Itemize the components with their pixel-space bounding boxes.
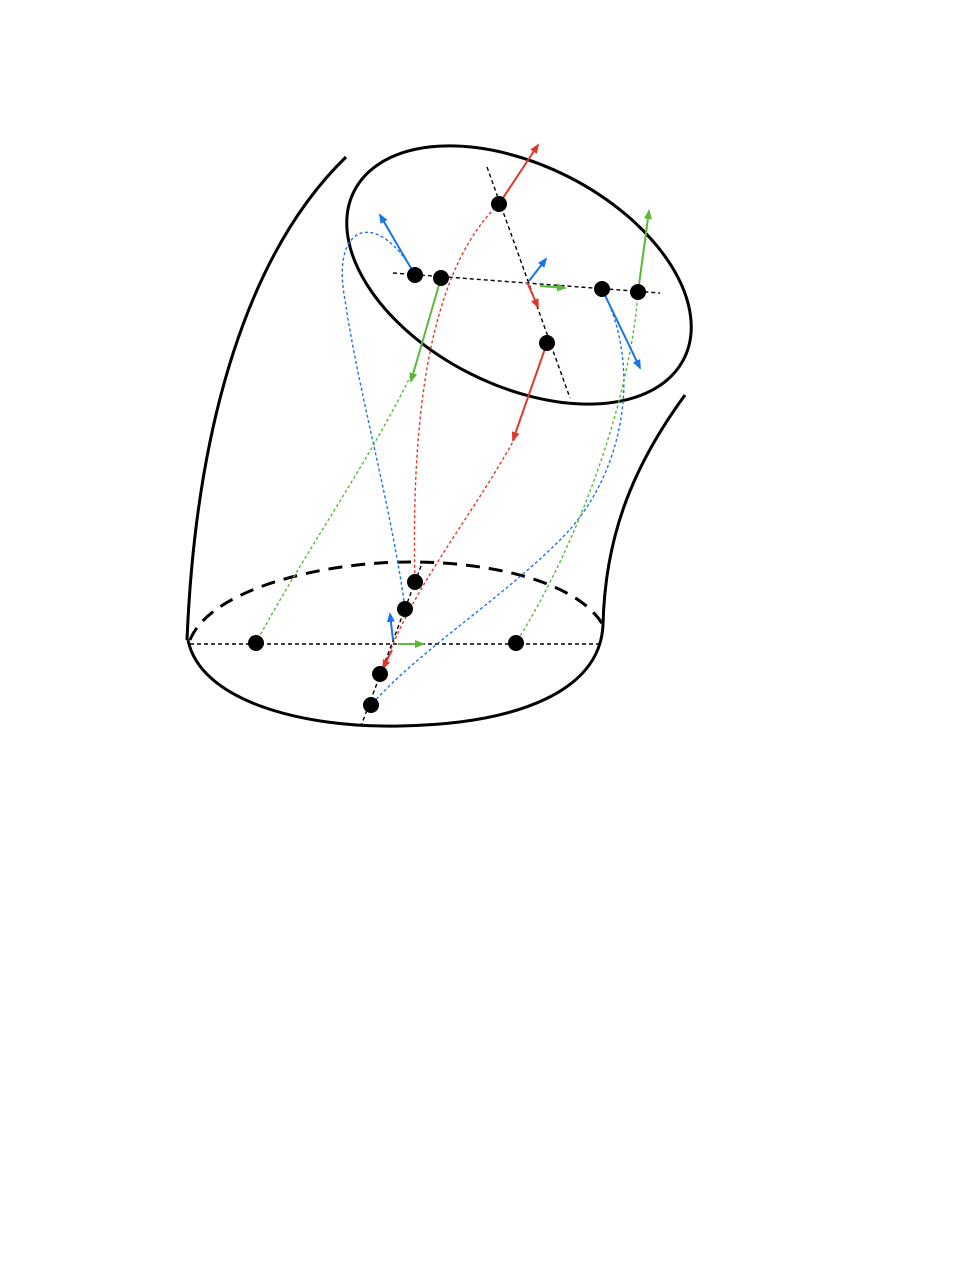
blue-arrow-right xyxy=(601,288,641,370)
point-bottom-1 xyxy=(407,574,423,590)
point-bottom-4 xyxy=(508,635,524,651)
points xyxy=(248,196,646,713)
blue-paths xyxy=(341,231,625,706)
blue-arrow-left xyxy=(378,213,416,276)
red-arrow-short xyxy=(526,281,539,309)
point-bottom-2 xyxy=(397,601,413,617)
top-diameter-vertical xyxy=(486,166,571,399)
bottom-ellipse-back xyxy=(188,560,605,641)
red-arrow-up xyxy=(498,143,540,205)
red-arrow-down xyxy=(511,342,548,442)
green-path-1 xyxy=(255,374,412,644)
point-bottom-5 xyxy=(372,666,388,682)
point-bottom-6 xyxy=(363,697,379,713)
red-paths xyxy=(383,203,516,669)
red-path-2 xyxy=(383,437,516,669)
green-path-2 xyxy=(515,291,639,644)
red-arrow-bottom xyxy=(382,649,393,670)
blue-arrows xyxy=(378,213,641,641)
green-arrow-left xyxy=(409,277,442,383)
point-top-1 xyxy=(491,196,507,212)
top-end-ellipse xyxy=(345,144,693,406)
point-top-5 xyxy=(630,284,646,300)
right-side-curve xyxy=(601,394,687,626)
point-bottom-3 xyxy=(248,635,264,651)
point-top-4 xyxy=(594,281,610,297)
red-arrows xyxy=(382,143,548,670)
point-top-2 xyxy=(407,267,423,283)
point-top-3 xyxy=(433,270,449,286)
tube-outline xyxy=(185,144,693,728)
red-path-1 xyxy=(413,203,500,583)
point-top-6 xyxy=(539,335,555,351)
green-paths xyxy=(255,291,639,644)
blue-path-2 xyxy=(370,288,625,706)
blue-arrow-mid xyxy=(528,257,548,282)
blue-path-1 xyxy=(341,231,416,609)
green-arrow-right xyxy=(637,209,652,293)
left-side-curve xyxy=(185,155,348,641)
green-arrow-mid xyxy=(539,283,567,292)
bottom-ellipse-front xyxy=(186,624,605,728)
blue-arrow-bottom xyxy=(386,612,395,641)
green-arrows xyxy=(398,209,652,648)
